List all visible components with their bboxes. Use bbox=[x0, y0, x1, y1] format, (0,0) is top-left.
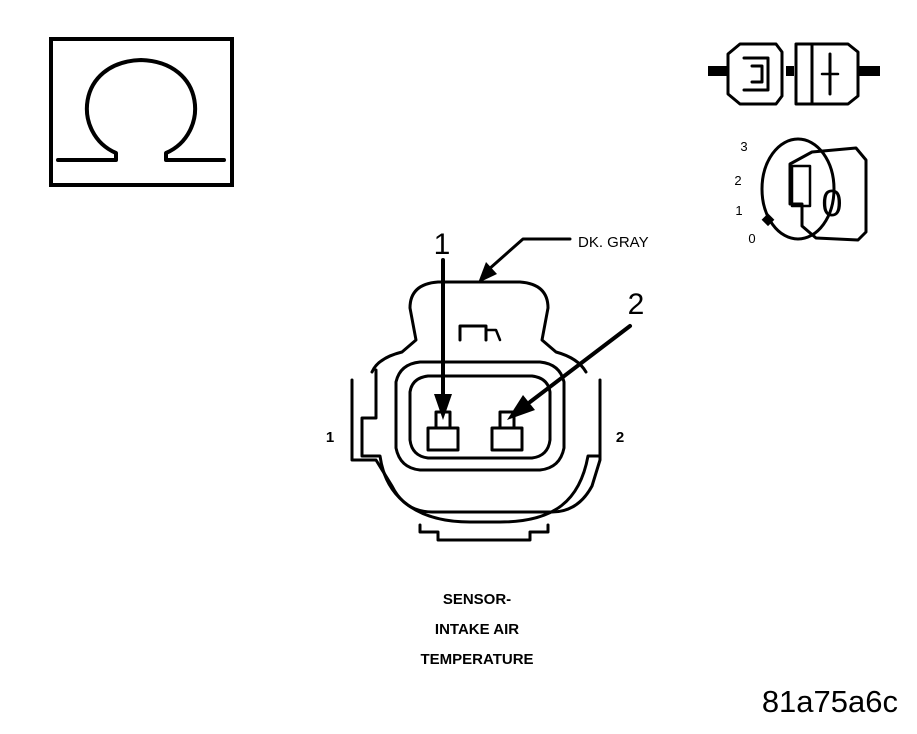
pin-2-number: 2 bbox=[628, 288, 645, 321]
connector-caption: SENSOR- INTAKE AIR TEMPERATURE bbox=[420, 591, 533, 668]
pin-1-callout: 1 bbox=[434, 228, 452, 420]
wire-color-label: DK. GRAY bbox=[578, 234, 649, 251]
cavity-2-label: 2 bbox=[616, 429, 624, 446]
pin-1-number: 1 bbox=[434, 228, 451, 261]
ignition-position-2: 2 bbox=[734, 173, 741, 188]
ignition-position-1: 1 bbox=[735, 203, 742, 218]
connector-disconnect-icon bbox=[708, 42, 880, 106]
cavity-1-label: 1 bbox=[326, 429, 334, 446]
caption-line-1: SENSOR- bbox=[443, 591, 511, 608]
caption-line-2: INTAKE AIR bbox=[435, 621, 519, 638]
wire-color-callout: DK. GRAY bbox=[478, 234, 649, 283]
ignition-position-0: 0 bbox=[748, 231, 755, 246]
ignition-key-icon: 0 3 2 1 0 bbox=[734, 137, 868, 246]
ohm-symbol-icon bbox=[49, 37, 234, 187]
pin-2-callout: 2 bbox=[507, 288, 644, 420]
ignition-position-3: 3 bbox=[740, 139, 747, 154]
figure-id: 81a75a6c bbox=[762, 684, 898, 719]
caption-line-3: TEMPERATURE bbox=[420, 651, 533, 668]
ignition-key-label: 0 bbox=[821, 183, 842, 225]
sensor-connector bbox=[350, 280, 602, 542]
